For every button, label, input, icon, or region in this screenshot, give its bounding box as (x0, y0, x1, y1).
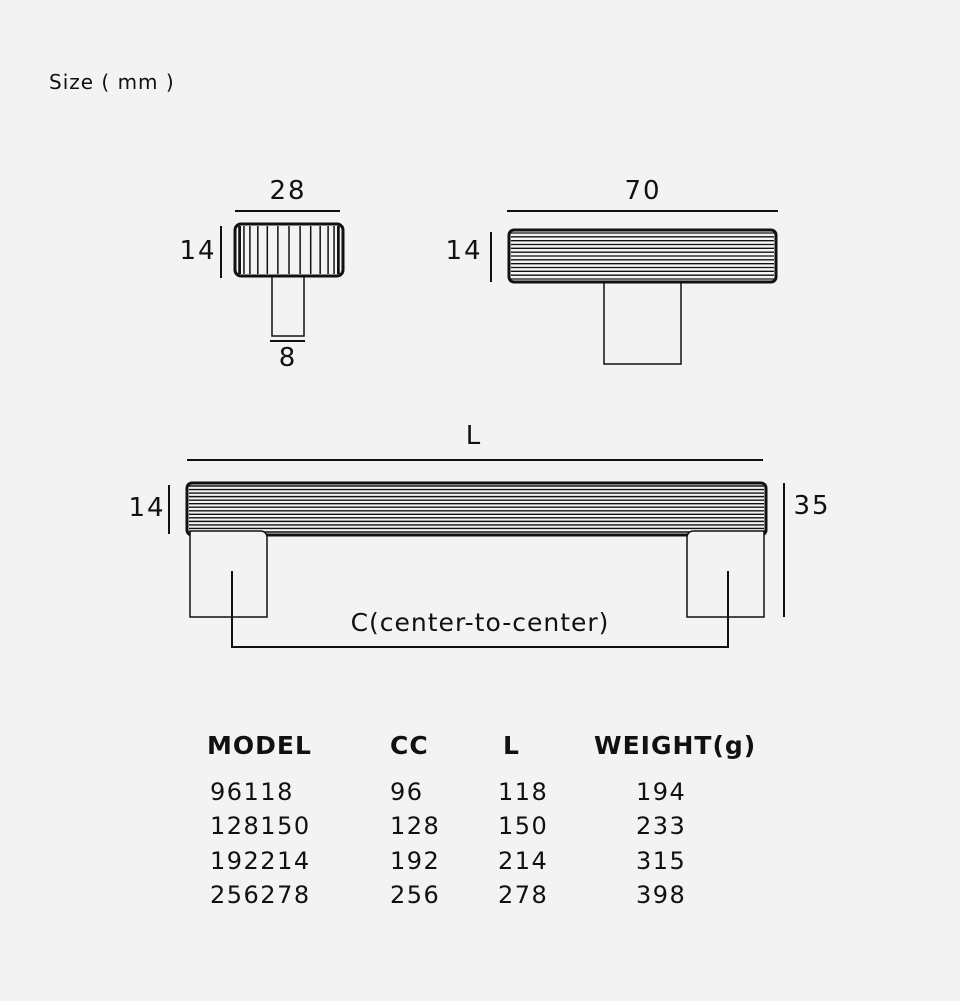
knurl-stripes (511, 232, 774, 280)
cell-l: 214 (498, 847, 548, 875)
knob-side-base (603, 281, 682, 365)
size-table: MODEL CC L WEIGHT(g) 96118 96 118 194 12… (207, 731, 756, 909)
knob-side-height: 14 (445, 236, 482, 266)
cell-l: 278 (498, 881, 548, 909)
knurl-stripes (238, 226, 340, 274)
cell-l: 150 (498, 812, 548, 840)
header-cc: CC (390, 731, 429, 760)
handle-leg-left (189, 530, 268, 618)
knob-front-width: 28 (269, 176, 306, 206)
cell-cc: 256 (390, 881, 440, 909)
handle-height: 14 (128, 493, 165, 523)
center-dim-line (231, 571, 729, 648)
knob-stem (271, 275, 305, 337)
header-model: MODEL (207, 731, 312, 760)
cell-weight: 398 (636, 881, 686, 909)
cell-l: 118 (498, 778, 548, 806)
knob-side-width: 70 (624, 176, 661, 206)
cell-model: 192214 (210, 847, 311, 875)
cell-model: 128150 (210, 812, 311, 840)
cell-cc: 96 (390, 778, 424, 806)
knob-side-view (490, 210, 778, 365)
size-title: Size ( mm ) (49, 70, 175, 94)
cell-cc: 128 (390, 812, 440, 840)
cell-cc: 192 (390, 847, 440, 875)
cell-weight: 233 (636, 812, 686, 840)
handle-total-height: 35 (793, 491, 830, 521)
header-weight: WEIGHT(g) (594, 731, 756, 760)
cell-weight: 315 (636, 847, 686, 875)
handle-leg-right (686, 530, 765, 618)
handle-bar (185, 481, 768, 537)
knurl-stripes (189, 485, 764, 533)
cell-model: 256278 (210, 881, 311, 909)
cell-model: 96118 (210, 778, 294, 806)
knob-front-height: 14 (179, 236, 216, 266)
knob-stem-diameter: 8 (279, 343, 298, 373)
knob-front-view (220, 210, 345, 342)
cell-weight: 194 (636, 778, 686, 806)
handle-view (168, 459, 785, 648)
center-to-center-label: C(center-to-center) (351, 608, 610, 637)
header-l: L (503, 731, 520, 760)
handle-length-label: L (466, 421, 483, 451)
